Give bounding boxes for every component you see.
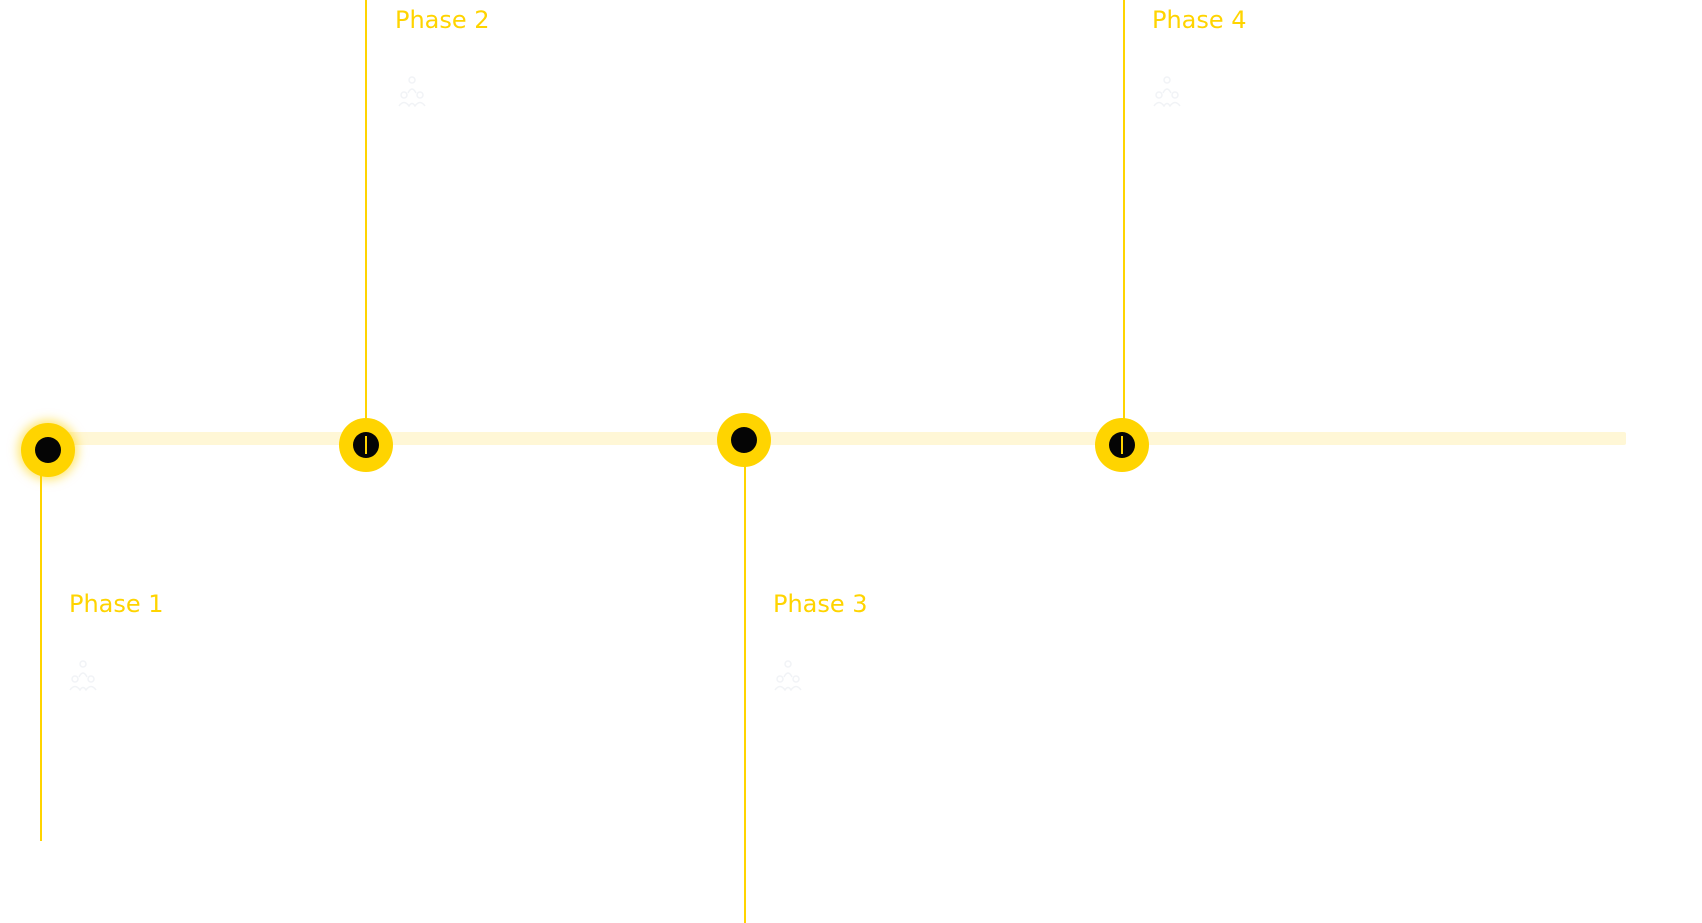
users-icon: [774, 660, 802, 691]
connector-line: [1123, 0, 1125, 452]
timeline-track: [44, 432, 1626, 445]
node-tick: [1121, 436, 1123, 454]
phase-2-node[interactable]: [339, 418, 393, 472]
phase-4-node[interactable]: [1095, 418, 1149, 472]
connector-line: [365, 0, 367, 452]
phase-1-node[interactable]: [21, 423, 75, 477]
node-core: [731, 427, 757, 453]
connector-line: [744, 450, 746, 923]
phase-3-node[interactable]: [717, 413, 771, 467]
users-icon: [1153, 76, 1181, 107]
node-core: [35, 437, 61, 463]
phase-4-label[interactable]: Phase 4: [1152, 6, 1247, 34]
connector-line: [40, 456, 42, 841]
node-tick: [365, 436, 367, 454]
phase-1-label[interactable]: Phase 1: [69, 590, 164, 618]
phase-2-label[interactable]: Phase 2: [395, 6, 490, 34]
phase-3-label[interactable]: Phase 3: [773, 590, 868, 618]
users-icon: [398, 76, 426, 107]
users-icon: [69, 660, 97, 691]
